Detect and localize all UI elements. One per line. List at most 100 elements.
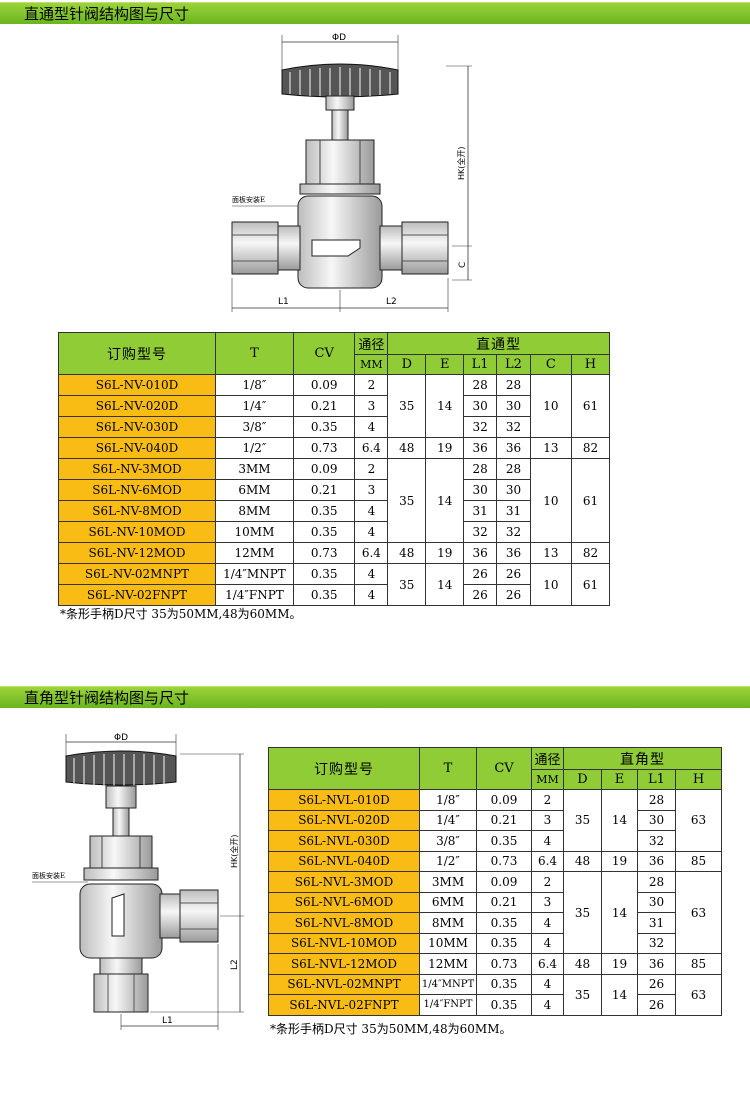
bore-cell: 4 (531, 973, 564, 995)
l2-cell: 32 (496, 521, 531, 543)
model-cell: S6L-NV-020D (58, 395, 216, 417)
e-cell: 19 (425, 437, 465, 459)
h-cell: 85 (675, 850, 722, 872)
model-cell: S6L-NV-10MOD (58, 521, 216, 543)
l2-cell: 30 (496, 395, 531, 417)
l2-cell: 28 (496, 374, 531, 396)
c-label: C (458, 262, 468, 268)
thread-cell: 1/8″ (419, 789, 477, 811)
l1-cell: 36 (637, 953, 676, 975)
thread-cell: 1/4″ (214, 395, 294, 417)
thread-cell: 8MM (214, 500, 294, 522)
model-cell: S6L-NV-040D (58, 437, 216, 459)
bore-cell: 2 (531, 789, 564, 811)
cv-cell: 0.09 (476, 871, 532, 893)
cv-cell: 0.09 (476, 789, 532, 811)
h-cell: 61 (570, 458, 611, 543)
l2-cell: 26 (496, 563, 531, 585)
thread-cell: 1/4″MNPT (419, 973, 477, 995)
header-t: T (214, 332, 294, 375)
bore-cell: 2 (531, 871, 564, 893)
angle-l1-label: L1 (162, 1016, 173, 1026)
angle-header-t: T (419, 747, 477, 790)
cv-cell: 0.35 (476, 973, 532, 995)
straight-spec-table: 订购型号 T CV 通径 直通型 MM D E L1 L2 C H S6L-NV… (58, 332, 611, 606)
angle-panel-label: 面板安装E (32, 871, 65, 880)
l1-cell: 28 (463, 374, 498, 396)
l2-cell: 30 (496, 479, 531, 501)
angle-footnote: *条形手柄D尺寸 35为50MM,48为60MM。 (270, 1022, 512, 1036)
cv-cell: 0.35 (476, 994, 532, 1016)
model-cell: S6L-NVL-10MOD (268, 932, 420, 954)
bore-cell: 3 (354, 479, 389, 501)
l1-cell: 26 (463, 563, 498, 585)
cv-cell: 0.35 (292, 521, 356, 543)
thread-cell: 3MM (419, 871, 477, 893)
cv-cell: 0.35 (292, 563, 356, 585)
c-cell: 13 (529, 437, 572, 459)
c-cell: 10 (529, 563, 572, 606)
cv-cell: 0.35 (292, 416, 356, 438)
bore-cell: 2 (354, 374, 389, 396)
bore-cell: 6.4 (531, 850, 564, 872)
h-cell: 85 (675, 953, 722, 975)
l1-cell: 32 (463, 416, 498, 438)
angle-header-model: 订购型号 (268, 747, 420, 790)
bore-cell: 4 (531, 932, 564, 954)
h-cell: 63 (675, 973, 722, 1016)
l1-cell: 30 (463, 395, 498, 417)
l1-cell: 26 (463, 584, 498, 606)
e-cell: 14 (601, 871, 638, 954)
header-group: 直通型 (387, 332, 610, 355)
e-cell: 14 (601, 973, 638, 1016)
header-e: E (425, 354, 465, 375)
cv-cell: 0.21 (476, 891, 532, 913)
d-cell: 35 (563, 973, 602, 1016)
header-d: D (387, 354, 427, 375)
angle-header-bore: 通径 (531, 747, 564, 770)
bore-cell: 6.4 (354, 542, 389, 564)
h-cell: 82 (570, 437, 611, 459)
l1-cell: 26 (637, 994, 676, 1016)
header-model: 订购型号 (58, 332, 216, 375)
cv-cell: 0.35 (476, 912, 532, 934)
e-cell: 19 (601, 953, 638, 975)
bore-cell: 3 (531, 891, 564, 913)
d-cell: 35 (387, 563, 427, 606)
header-bore-unit: MM (354, 354, 389, 375)
d-cell: 35 (563, 789, 602, 852)
bore-cell: 4 (354, 500, 389, 522)
model-cell: S6L-NV-8MOD (58, 500, 216, 522)
e-cell: 14 (425, 458, 465, 543)
l1-cell: 28 (463, 458, 498, 480)
thread-cell: 1/8″ (214, 374, 294, 396)
header-l1: L1 (463, 354, 498, 375)
angle-l2-label: L2 (230, 959, 240, 970)
l1-cell: 36 (463, 437, 498, 459)
thread-cell: 1/4″FNPT (214, 584, 294, 606)
cv-cell: 0.73 (292, 542, 356, 564)
model-cell: S6L-NV-02FNPT (58, 584, 216, 606)
angle-spec-table: 订购型号 T CV 通径 直角型 MM D E L1 H S6L-NVL-010… (268, 747, 722, 1016)
angle-header-e: E (601, 769, 638, 790)
bore-cell: 4 (531, 994, 564, 1016)
section-title-straight: 直通型针阀结构图与尺寸 (0, 2, 750, 24)
e-cell: 19 (425, 542, 465, 564)
model-cell: S6L-NVL-02MNPT (268, 973, 420, 995)
cv-cell: 0.21 (292, 479, 356, 501)
model-cell: S6L-NV-6MOD (58, 479, 216, 501)
model-cell: S6L-NVL-020D (268, 809, 420, 831)
thread-cell: 1/4″FNPT (419, 994, 477, 1016)
